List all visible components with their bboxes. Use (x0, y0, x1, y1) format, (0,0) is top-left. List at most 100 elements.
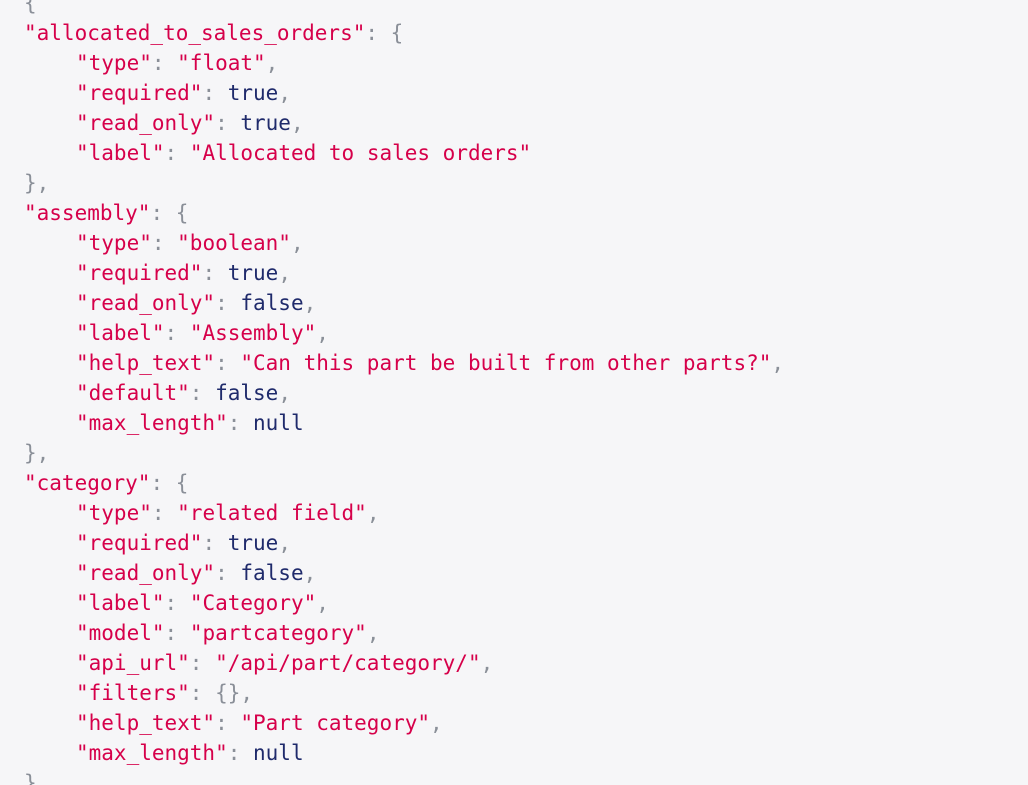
code-token-key: "required" (76, 261, 203, 285)
code-line: "label": "Assembly", (24, 318, 784, 348)
code-line: "read_only": true, (24, 108, 784, 138)
code-token-key: "type" (76, 51, 152, 75)
code-token-punc: , (480, 651, 494, 675)
code-token-str: "Category" (189, 591, 317, 615)
code-token-punc: , (278, 261, 291, 285)
code-token-key: "assembly" (24, 201, 151, 225)
code-token-key: "allocated_to_sales_orders" (24, 21, 366, 45)
code-line: "label": "Category", (24, 588, 784, 618)
code-line: "required": true, (24, 258, 784, 288)
code-token-punc: , (316, 591, 329, 615)
code-token-kw: true (227, 261, 279, 285)
code-token-key: "label" (76, 321, 165, 345)
code-token-key: "model" (76, 621, 165, 645)
code-token-punc: : (151, 231, 178, 255)
code-token-punc: , (316, 321, 329, 345)
code-token-punc: , (303, 291, 317, 315)
code-token-str: "Can this part be built from other parts… (240, 351, 772, 375)
code-line: { (24, 0, 784, 18)
code-token-key: "default" (76, 381, 190, 405)
code-line: }, (24, 438, 784, 468)
code-line: "default": false, (24, 378, 784, 408)
code-token-punc: , (303, 561, 317, 585)
code-token-key: "help_text" (76, 711, 216, 735)
code-token-punc: : (164, 621, 190, 645)
code-token-punc: , (290, 111, 304, 135)
code-token-kw: false (240, 561, 304, 585)
code-token-punc: : (215, 561, 241, 585)
code-token-key: "filters" (76, 681, 190, 705)
code-token-punc: : (189, 381, 216, 405)
code-token-punc: : (202, 261, 228, 285)
code-token-punc: , (290, 231, 304, 255)
code-line: "max_length": null (24, 408, 784, 438)
code-token-key: "type" (76, 501, 152, 525)
code-token-punc: , (771, 351, 785, 375)
code-token-punc: : { (150, 471, 189, 495)
code-lines: {"allocated_to_sales_orders": {"type": "… (24, 0, 784, 785)
code-token-punc: : (164, 321, 190, 345)
code-line: "read_only": false, (24, 288, 784, 318)
code-token-punc: }, (24, 771, 50, 785)
code-token-punc: , (278, 531, 291, 555)
code-token-punc: : { (150, 201, 189, 225)
code-token-str: "float" (177, 51, 266, 75)
code-token-key: "max_length" (76, 741, 228, 765)
code-token-kw: null (253, 411, 304, 435)
code-token-punc: : (227, 411, 254, 435)
code-token-punc: , (366, 621, 380, 645)
code-token-punc: , (278, 381, 291, 405)
code-token-key: "label" (76, 141, 165, 165)
code-line: "required": true, (24, 78, 784, 108)
code-token-key: "read_only" (76, 291, 216, 315)
code-token-punc: , (430, 711, 443, 735)
code-token-punc: , (278, 81, 291, 105)
code-token-key: "read_only" (76, 561, 216, 585)
code-line: "filters": {}, (24, 678, 784, 708)
code-line: "assembly": { (24, 198, 784, 228)
code-token-punc: : (215, 291, 241, 315)
code-token-key: "category" (24, 471, 151, 495)
code-token-punc: : (189, 651, 216, 675)
code-token-punc: { (24, 0, 37, 15)
code-token-punc: : (164, 141, 190, 165)
code-token-str: "partcategory" (189, 621, 367, 645)
code-token-str: "Part category" (240, 711, 431, 735)
code-token-kw: true (227, 81, 279, 105)
code-token-punc: : {}, (189, 681, 254, 705)
code-token-punc: : (164, 591, 190, 615)
code-token-str: "/api/part/category/" (215, 651, 481, 675)
code-token-punc: : (227, 741, 254, 765)
code-line: "category": { (24, 468, 784, 498)
code-token-punc: : { (365, 21, 404, 45)
code-token-kw: false (240, 291, 304, 315)
code-token-key: "required" (76, 81, 203, 105)
code-line: "help_text": "Can this part be built fro… (24, 348, 784, 378)
code-token-str: "Allocated to sales orders" (189, 141, 532, 165)
code-line: "type": "float", (24, 48, 784, 78)
code-token-str: "boolean" (177, 231, 291, 255)
code-token-kw: false (215, 381, 279, 405)
code-line: "type": "boolean", (24, 228, 784, 258)
code-token-key: "help_text" (76, 351, 216, 375)
code-token-punc: : (215, 351, 241, 375)
code-token-key: "max_length" (76, 411, 228, 435)
code-line: "type": "related field", (24, 498, 784, 528)
code-token-punc: , (366, 501, 380, 525)
code-token-punc: : (215, 711, 241, 735)
code-line: "model": "partcategory", (24, 618, 784, 648)
code-line: }, (24, 768, 784, 785)
code-token-str: "related field" (177, 501, 367, 525)
code-line: "max_length": null (24, 738, 784, 768)
code-line: }, (24, 168, 784, 198)
code-token-key: "api_url" (76, 651, 190, 675)
code-token-key: "type" (76, 231, 152, 255)
code-token-punc: , (265, 51, 279, 75)
code-token-punc: : (151, 501, 178, 525)
code-token-key: "label" (76, 591, 165, 615)
code-line: "read_only": false, (24, 558, 784, 588)
code-line: "allocated_to_sales_orders": { (24, 18, 784, 48)
code-token-punc: : (202, 531, 228, 555)
code-token-punc: : (202, 81, 228, 105)
code-line: "api_url": "/api/part/category/", (24, 648, 784, 678)
